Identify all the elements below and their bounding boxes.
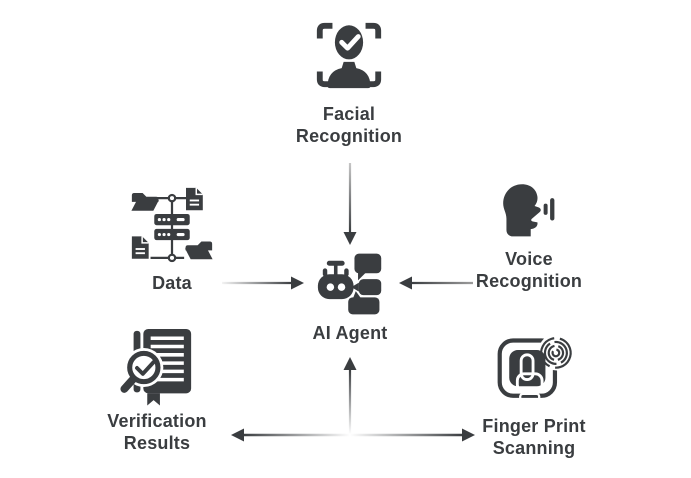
data-label: Data [152, 272, 192, 294]
label-line: Data [152, 273, 192, 293]
label-line: Voice [505, 249, 553, 269]
facial-recognition-label: Facial Recognition [296, 103, 402, 147]
node-data: Data [102, 186, 242, 294]
voice-recognition-label: Voice Recognition [476, 248, 582, 292]
arrow-facial-to-ai-agent [343, 163, 357, 245]
node-ai-agent: AI Agent [280, 251, 420, 344]
fingerprint-scanning-label: Finger Print Scanning [482, 415, 585, 459]
data-network-icon [131, 187, 213, 263]
label-line: Facial [322, 104, 376, 124]
label-line: Finger Print [482, 416, 586, 436]
label-line: Scanning [492, 438, 576, 458]
node-voice-recognition: Voice Recognition [449, 180, 609, 292]
verification-results-label: Verification Results [107, 410, 206, 454]
node-facial-recognition: Facial Recognition [269, 18, 429, 147]
label-line: Recognition [295, 126, 403, 146]
label-line: Verification [107, 411, 207, 431]
arrow-junction-to-ai-agent [343, 357, 357, 434]
label-line: Recognition [475, 271, 583, 291]
label-line: AI Agent [312, 323, 388, 343]
voice-recognition-icon [503, 184, 555, 237]
node-verification-results: Verification Results [77, 328, 237, 454]
label-line: Results [123, 433, 191, 453]
node-fingerprint-scanning: Finger Print Scanning [449, 331, 619, 459]
ai-agent-label: AI Agent [313, 322, 388, 344]
robot-chat-icon [317, 253, 382, 315]
facial-recognition-icon [316, 22, 382, 89]
fingerprint-scanning-icon [497, 333, 574, 402]
arrow-junction-to-verification-results [231, 428, 350, 442]
verification-results-icon [120, 328, 192, 406]
